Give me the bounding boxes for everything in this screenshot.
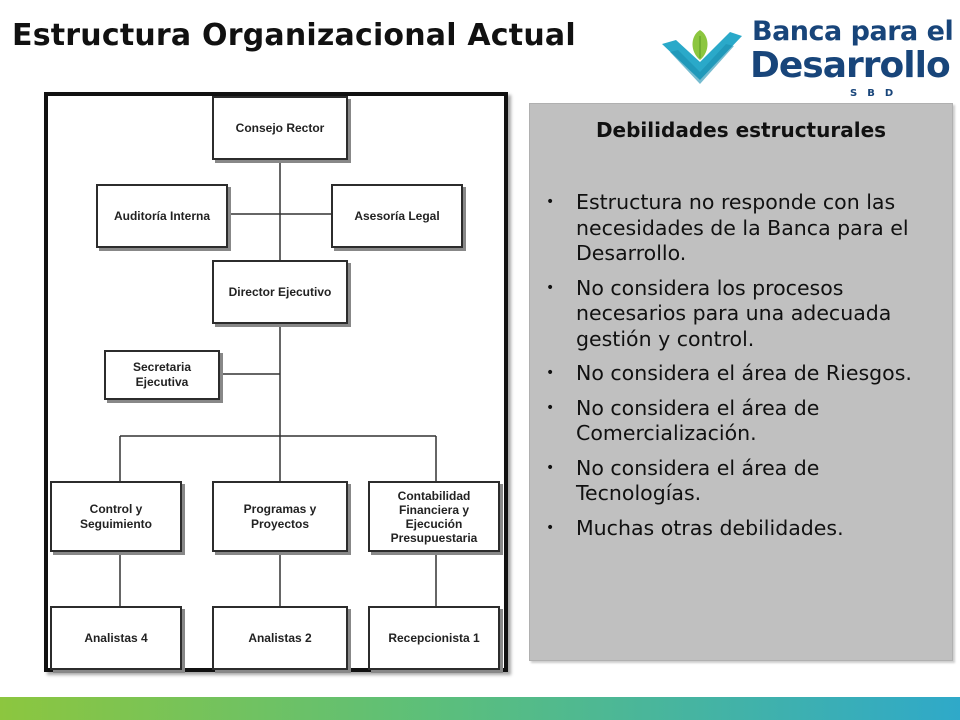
node-control-seguimiento: Control y Seguimiento: [50, 481, 182, 552]
bullet-icon: •: [546, 365, 555, 381]
node-asesoria-legal: Asesoría Legal: [331, 184, 463, 248]
node-contabilidad: Contabilidad Financiera y Ejecución Pres…: [368, 481, 500, 552]
list-item: • No considera el área de Comercializació…: [546, 396, 936, 447]
list-item: • No considera los procesos necesarios pa…: [546, 276, 936, 353]
logo-line-2: Desarrollo: [750, 45, 951, 86]
list-item-text: No considera los procesos necesarios par…: [576, 275, 892, 351]
logo-abbreviation: SBD: [850, 88, 904, 99]
bullet-icon: •: [546, 399, 555, 416]
leaf-check-icon: [662, 30, 742, 84]
node-director-ejecutivo: Director Ejecutivo: [212, 260, 348, 324]
slide-title: Estructura Organizacional Actual: [12, 18, 576, 53]
list-item: • Estructura no responde con las necesida…: [546, 190, 936, 267]
panel-title: Debilidades estructurales: [595, 118, 887, 142]
bullet-icon: •: [546, 459, 555, 476]
bullet-icon: •: [546, 194, 555, 210]
list-item-text: No considera el área de Riesgos.: [576, 361, 912, 385]
org-chart: Consejo Rector Auditoría Interna Asesorí…: [44, 92, 508, 672]
weaknesses-panel: Debilidades estructurales • Estructura no…: [529, 103, 953, 661]
list-item-text: No considera el área de Comercialización…: [576, 395, 820, 446]
bullet-icon: •: [546, 519, 555, 536]
node-analistas-4: Analistas 4: [50, 606, 182, 670]
list-item: • Muchas otras debilidades.: [546, 516, 936, 542]
list-item-text: Muchas otras debilidades.: [576, 515, 844, 540]
node-recepcionista-1: Recepcionista 1: [368, 606, 500, 670]
banca-desarrollo-logo: Banca para el Desarrollo SBD: [660, 14, 954, 99]
list-item: • No considera el área de Tecnologías.: [546, 456, 936, 507]
list-item-text: Estructura no responde con las necesidad…: [576, 190, 909, 265]
node-analistas-2: Analistas 2: [212, 606, 348, 670]
bottom-gradient-bar: [0, 697, 960, 720]
list-item-text: No considera el área de Tecnologías.: [576, 455, 820, 506]
logo-line-1: Banca para el: [752, 16, 954, 47]
weaknesses-list: • Estructura no responde con las necesida…: [546, 190, 936, 550]
list-item: • No considera el área de Riesgos.: [546, 361, 936, 387]
bullet-icon: •: [546, 279, 555, 296]
node-programas-proyectos: Programas y Proyectos: [212, 481, 348, 552]
node-consejo-rector: Consejo Rector: [212, 96, 348, 160]
node-secretaria-ejecutiva: Secretaria Ejecutiva: [104, 350, 220, 400]
node-auditoria-interna: Auditoría Interna: [96, 184, 228, 248]
